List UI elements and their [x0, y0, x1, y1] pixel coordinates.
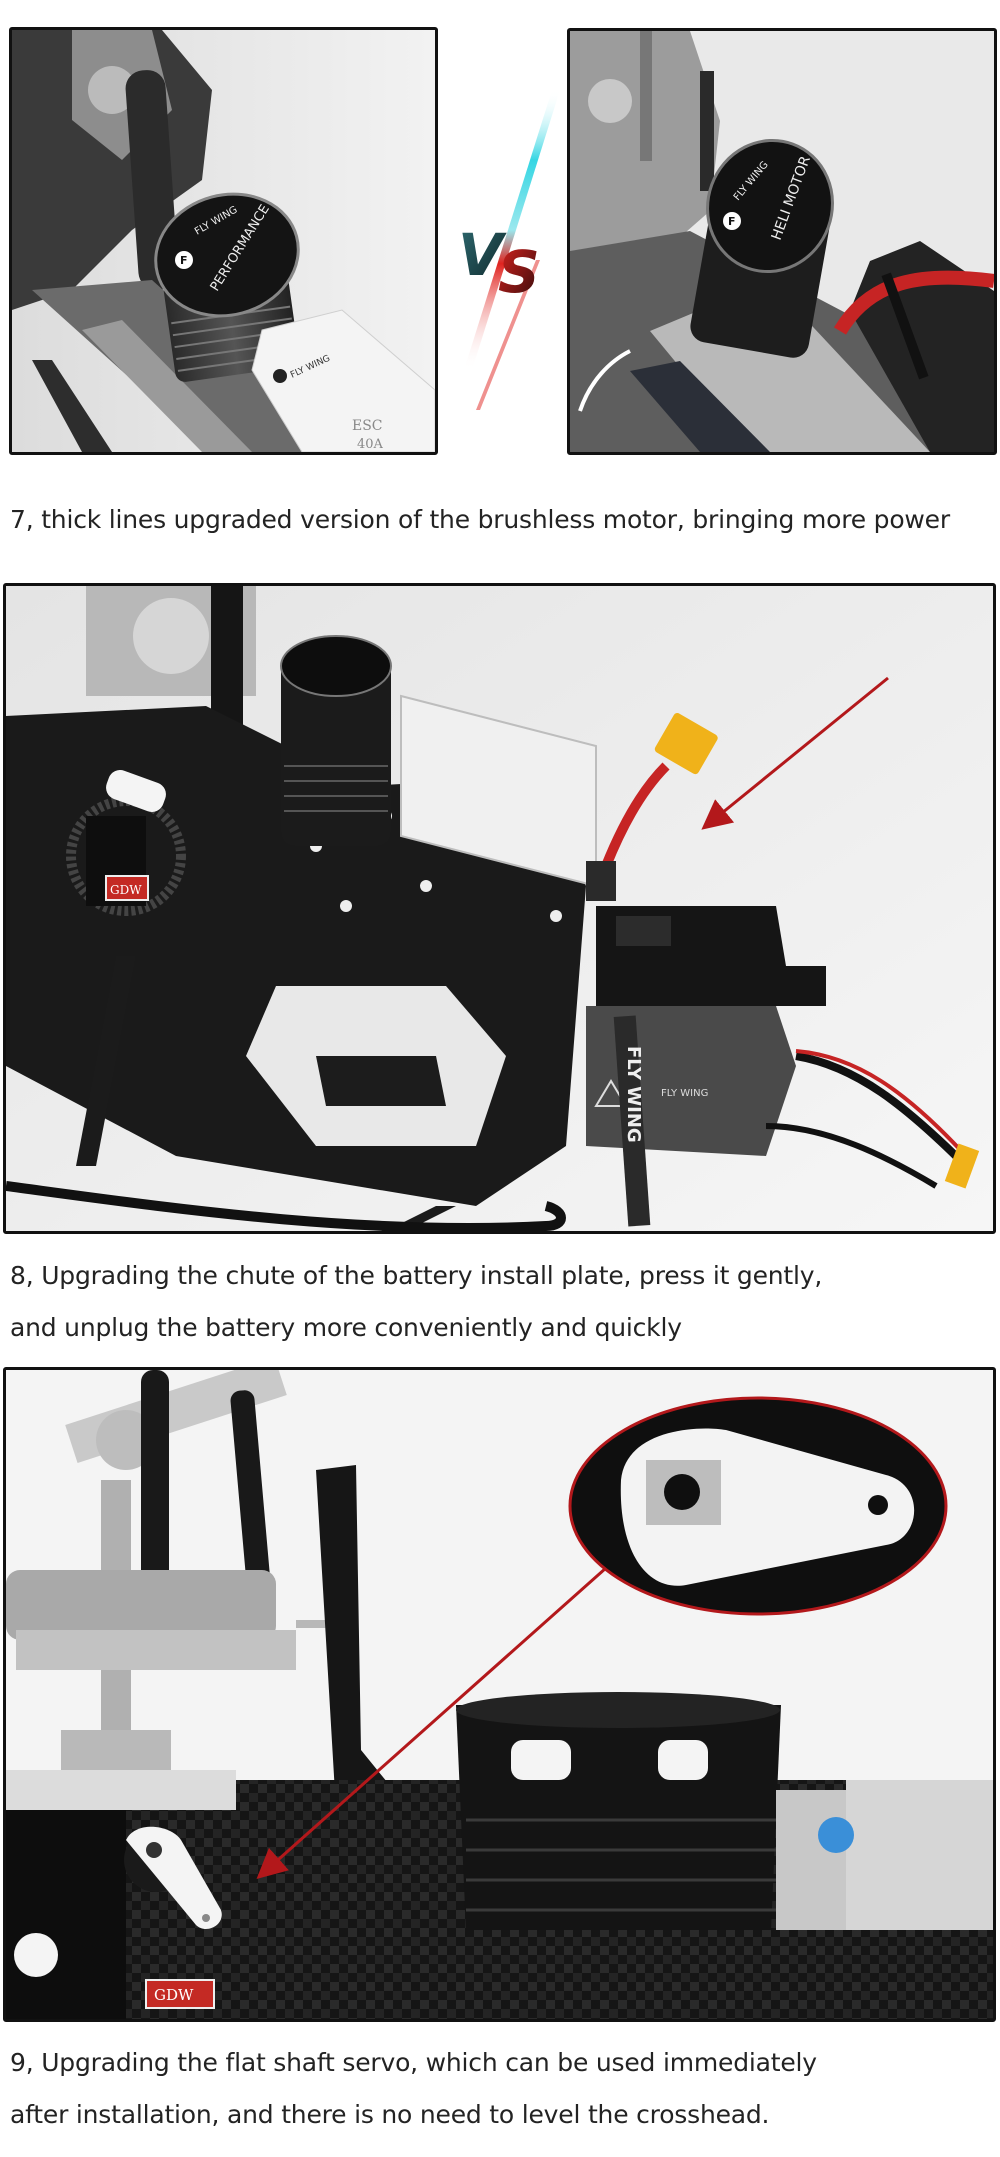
svg-text:FLY WING: FLY WING: [661, 1088, 708, 1099]
vs-letter-s: S: [498, 238, 540, 306]
motor-image-right: F FLY WING HELI MOTOR: [567, 28, 997, 455]
svg-text:FLY WING: FLY WING: [623, 1046, 644, 1143]
vs-badge: V S: [440, 30, 565, 450]
pointer-arrow: [701, 676, 889, 830]
svg-text:ESC: ESC: [352, 418, 383, 434]
svg-text:GDW: GDW: [110, 883, 142, 897]
battery-plate-illustration: GDW FLY WING FLY WING: [6, 586, 993, 1231]
caption-item-7: 7, thick lines upgraded version of the b…: [10, 505, 950, 534]
caption-item-9: 9, Upgrading the flat shaft servo, which…: [10, 2048, 817, 2129]
svg-text:40A: 40A: [357, 437, 384, 452]
vs-letter-v: V: [458, 221, 507, 289]
servo-horn-illustration: GDW: [6, 1370, 993, 2019]
caption-item-8: 8, Upgrading the chute of the battery in…: [10, 1261, 823, 1342]
motor-image-left: F FLY WING PERFORMANCE FLY WING ESC 40A: [9, 27, 438, 455]
pointer-arrow: [256, 1566, 607, 1879]
motor-heli-illustration: F FLY WING HELI MOTOR: [570, 31, 994, 452]
svg-text:GDW: GDW: [154, 1986, 194, 2004]
battery-chute-image: GDW FLY WING FLY WING: [3, 583, 996, 1234]
svg-text:F: F: [728, 215, 736, 228]
motor-performance-illustration: F FLY WING PERFORMANCE FLY WING ESC 40A: [12, 30, 435, 452]
svg-text:F: F: [180, 254, 188, 267]
servo-image: GDW: [3, 1367, 996, 2022]
